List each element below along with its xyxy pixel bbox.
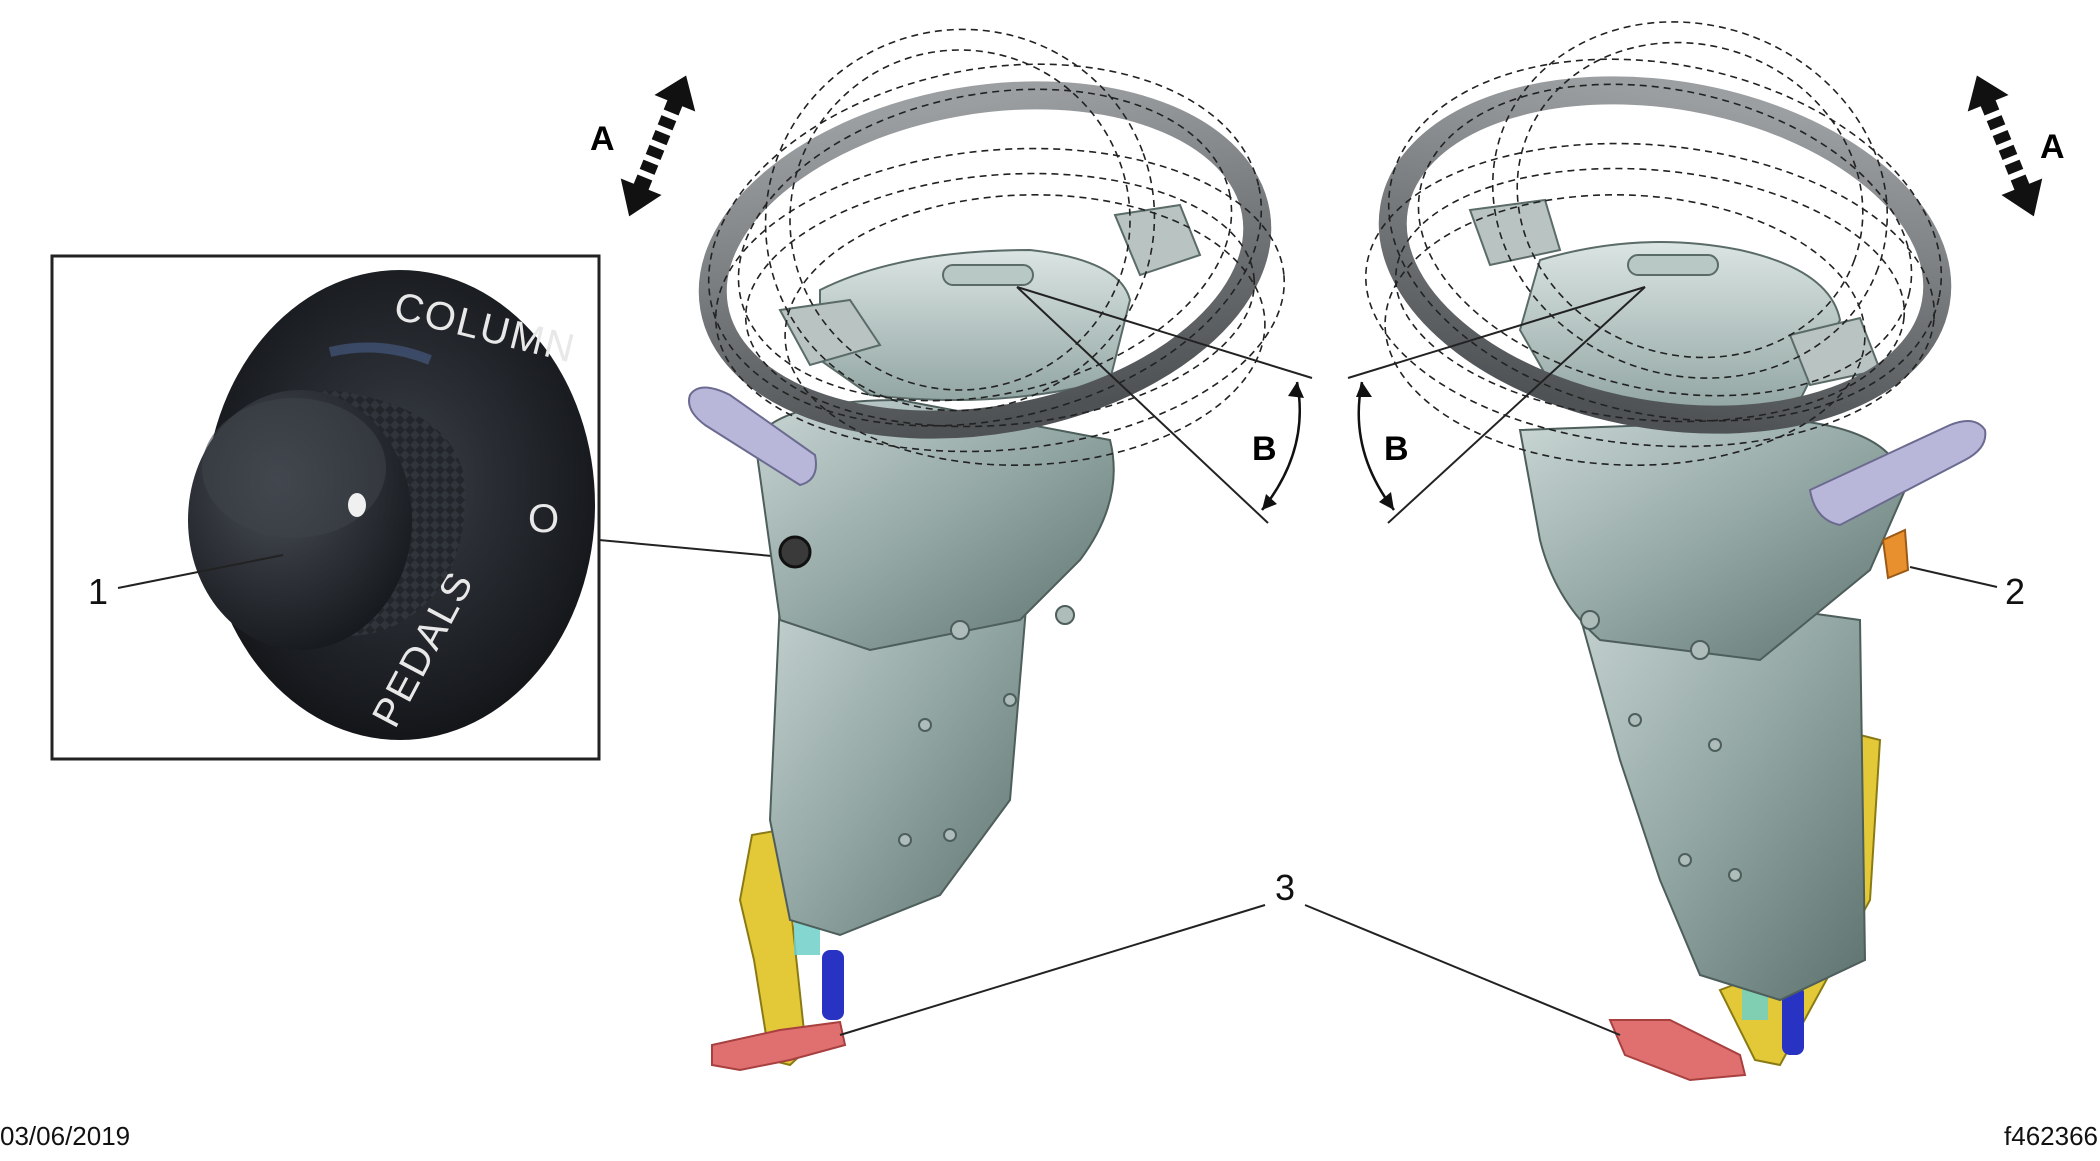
callout-3-leader-right [1304, 904, 1621, 1036]
left-switch-pad-right [1113, 203, 1202, 277]
right-pedal-pad [1608, 1019, 1747, 1082]
knob-indicator-dot [348, 493, 366, 517]
right-tilt-letter: A [2040, 128, 2065, 166]
left-angle-line-2 [1016, 286, 1269, 524]
left-pedal-pad [711, 1020, 847, 1072]
right-angle-letter: B [1384, 430, 1409, 468]
right-tilt-arrow [1967, 75, 2043, 217]
left-tilt-arrow [620, 75, 696, 217]
left-bolts [898, 605, 1075, 847]
left-steering-column: B A [590, 28, 1313, 1072]
right-switch-pad-left [1468, 198, 1562, 267]
left-column-knob [778, 535, 812, 569]
right-angle-arrow-top [1356, 382, 1372, 397]
left-wheel-positions-dashed [707, 28, 1286, 466]
callout-3: 3 [1275, 867, 1295, 908]
callouts: 1 2 3 [88, 554, 2025, 1036]
right-wheel-positions-dashed [1364, 21, 1943, 466]
right-steering-column: B A [1347, 21, 2065, 1082]
knob-cap-top [202, 398, 386, 538]
right-hub-slot [1627, 254, 1719, 276]
footer-figure-id: f462366 [2004, 1121, 2098, 1151]
right-blue-rod [1782, 985, 1804, 1055]
callout-1: 1 [88, 571, 108, 612]
right-angle-line-1 [1347, 286, 1646, 379]
left-switch-pad-left [778, 298, 882, 367]
left-column-upper [753, 398, 1115, 652]
left-tilt-letter: A [590, 120, 615, 158]
right-angle-arrow-bot [1379, 492, 1394, 510]
callout-2-leader [1909, 566, 1998, 588]
right-angle-line-2 [1387, 286, 1646, 524]
right-stalk-lever [1808, 420, 1987, 527]
left-hub-slot [942, 264, 1034, 286]
right-column-lower [1568, 578, 1867, 1002]
inset-detail: COLUMN PEDALS O [50, 254, 601, 761]
left-angle-arrow-top [1288, 382, 1304, 398]
callout-2: 2 [2005, 571, 2025, 612]
left-steering-wheel [698, 81, 1272, 439]
left-blue-rod [822, 950, 844, 1020]
left-stalk-lever [688, 386, 817, 487]
left-angle-arrow-bot [1262, 494, 1277, 510]
inset-leader [598, 539, 773, 557]
footer-date: 03/06/2019 [0, 1121, 130, 1151]
right-column-upper [1518, 418, 1907, 662]
left-angle-letter: B [1252, 430, 1277, 468]
callout-1-leader [117, 554, 284, 589]
right-bolts [1580, 610, 1742, 882]
knob-center-symbol: O [528, 497, 561, 541]
left-angle-line-1 [1016, 286, 1313, 379]
callout-3-leader-left [839, 904, 1266, 1036]
bezel-reflection [328, 342, 432, 365]
right-orange-tab [1881, 528, 1910, 580]
